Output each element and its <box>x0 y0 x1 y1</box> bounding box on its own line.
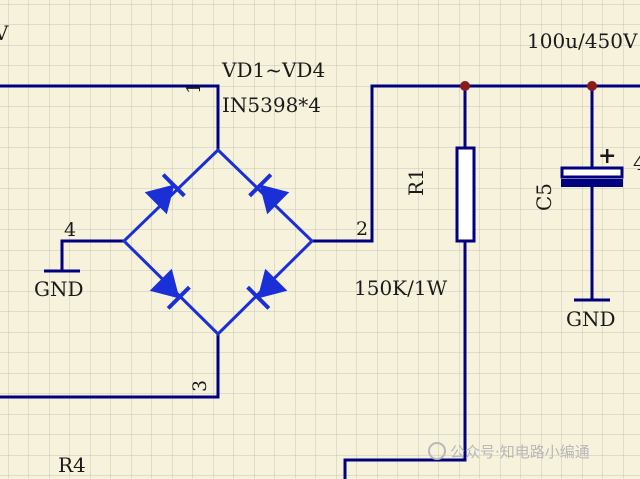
wires <box>0 84 640 479</box>
wire-top-left <box>0 84 220 152</box>
diode-top-left <box>144 173 186 215</box>
capacitor-value: 100u/450V <box>527 29 638 53</box>
wire-bottom-left <box>0 332 220 399</box>
capacitor-plate-bottom <box>561 179 623 187</box>
junction-dot-resistor <box>460 81 470 91</box>
junction-dot-capacitor <box>587 81 597 91</box>
pin-1-label: 1 <box>183 82 205 94</box>
capacitor-designator: C5 <box>532 183 556 211</box>
wechat-icon <box>428 442 446 460</box>
capacitor-plate-top <box>560 166 624 179</box>
ground-label-left: GND <box>34 277 84 301</box>
edge-glyph-left: V <box>0 21 9 45</box>
bridge-outline <box>121 147 315 337</box>
diode-bottom-left <box>149 268 191 310</box>
resistor-designator: R1 <box>404 168 428 196</box>
wire-right-out <box>310 84 640 243</box>
ground-label-right: GND <box>566 307 616 331</box>
watermark: 公众号·知电路小编通 <box>428 442 590 461</box>
wire-resistor-bottom <box>343 239 467 479</box>
bridge-part: IN5398*4 <box>222 93 321 117</box>
diode-bottom-right <box>246 268 288 310</box>
capacitor-polarity: + <box>598 143 616 169</box>
edge-glyph-right: 4 <box>633 151 640 175</box>
pin-2-label: 2 <box>356 218 368 240</box>
diode-top-right <box>248 173 290 215</box>
watermark-text: 公众号·知电路小编通 <box>450 443 590 461</box>
pin-4-label: 4 <box>64 219 76 241</box>
bridge-rectifier <box>121 147 315 337</box>
ground-symbols <box>44 269 610 302</box>
capacitor-c5 <box>560 166 624 187</box>
other-reference-r4: R4 <box>58 453 86 477</box>
wire-left-gnd <box>60 239 126 273</box>
bridge-designator: VD1~VD4 <box>221 58 325 82</box>
pin-3-label: 3 <box>189 380 211 392</box>
resistor-r1-body <box>455 146 476 243</box>
resistor-value: 150K/1W <box>354 276 448 300</box>
